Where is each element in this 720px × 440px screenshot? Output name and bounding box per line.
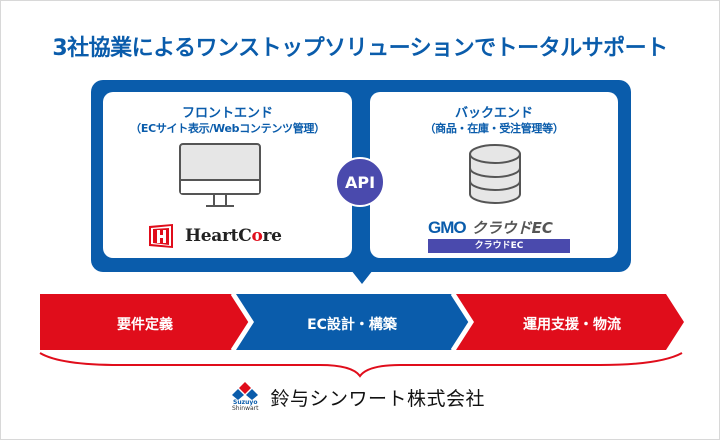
frontend-panel: フロントエンド （ECサイト表示/Webコンテンツ管理） HeartCore <box>103 92 352 258</box>
brace-connector <box>39 352 683 378</box>
suzuyo-diamond-icon <box>232 382 259 400</box>
heartcore-mark-icon <box>149 224 173 248</box>
heartcore-wordmark: HeartCore <box>185 226 282 246</box>
step-arrow-requirements <box>40 294 250 350</box>
company-logo: Suzuyo Shinwart <box>232 382 258 412</box>
database-icon <box>469 144 521 204</box>
company-name: 鈴与シンワート株式会社 <box>270 387 485 410</box>
heartcore-suffix: re <box>262 226 282 246</box>
company-block: Suzuyo Shinwart 鈴与シンワート株式会社 <box>232 382 485 412</box>
step-arrow-design <box>236 294 470 350</box>
backend-subtitle: （商品・在庫・受注管理等） <box>424 122 564 135</box>
step-label: EC設計・構築 <box>307 317 397 333</box>
frontend-title: フロントエンド <box>181 106 273 121</box>
heartcore-accent: o <box>251 226 263 246</box>
api-badge: API <box>335 157 385 207</box>
backend-title: バックエンド <box>454 106 533 121</box>
page-title: 3社協業によるワンストップソリューションでトータルサポート <box>52 36 668 61</box>
heartcore-prefix: HeartC <box>185 226 252 246</box>
gmo-logo: GMO クラウドEC <box>428 217 553 238</box>
heartcore-logo: HeartCore <box>147 222 282 250</box>
logo-line2: Shinwart <box>232 405 259 412</box>
process-steps: 要件定義 EC設計・構築 運用支援・物流 <box>0 294 720 350</box>
frontend-subtitle: （ECサイト表示/Webコンテンツ管理） <box>130 122 325 135</box>
step-arrow-operations <box>456 294 684 350</box>
backend-panel: バックエンド （商品・在庫・受注管理等） GMO クラウドEC クラウドEC <box>370 92 618 258</box>
gmo-product-bar: クラウドEC <box>428 239 570 253</box>
step-label: 運用支援・物流 <box>523 317 621 333</box>
step-label: 要件定義 <box>117 317 173 333</box>
logo-line1: Suzuyo <box>233 399 258 406</box>
gmo-product-name: クラウドEC <box>471 219 553 237</box>
process-arrows <box>40 294 684 350</box>
frame-pointer-arrow <box>351 270 373 284</box>
monitor-icon <box>179 143 261 207</box>
gmo-mark: GMO <box>428 218 467 237</box>
